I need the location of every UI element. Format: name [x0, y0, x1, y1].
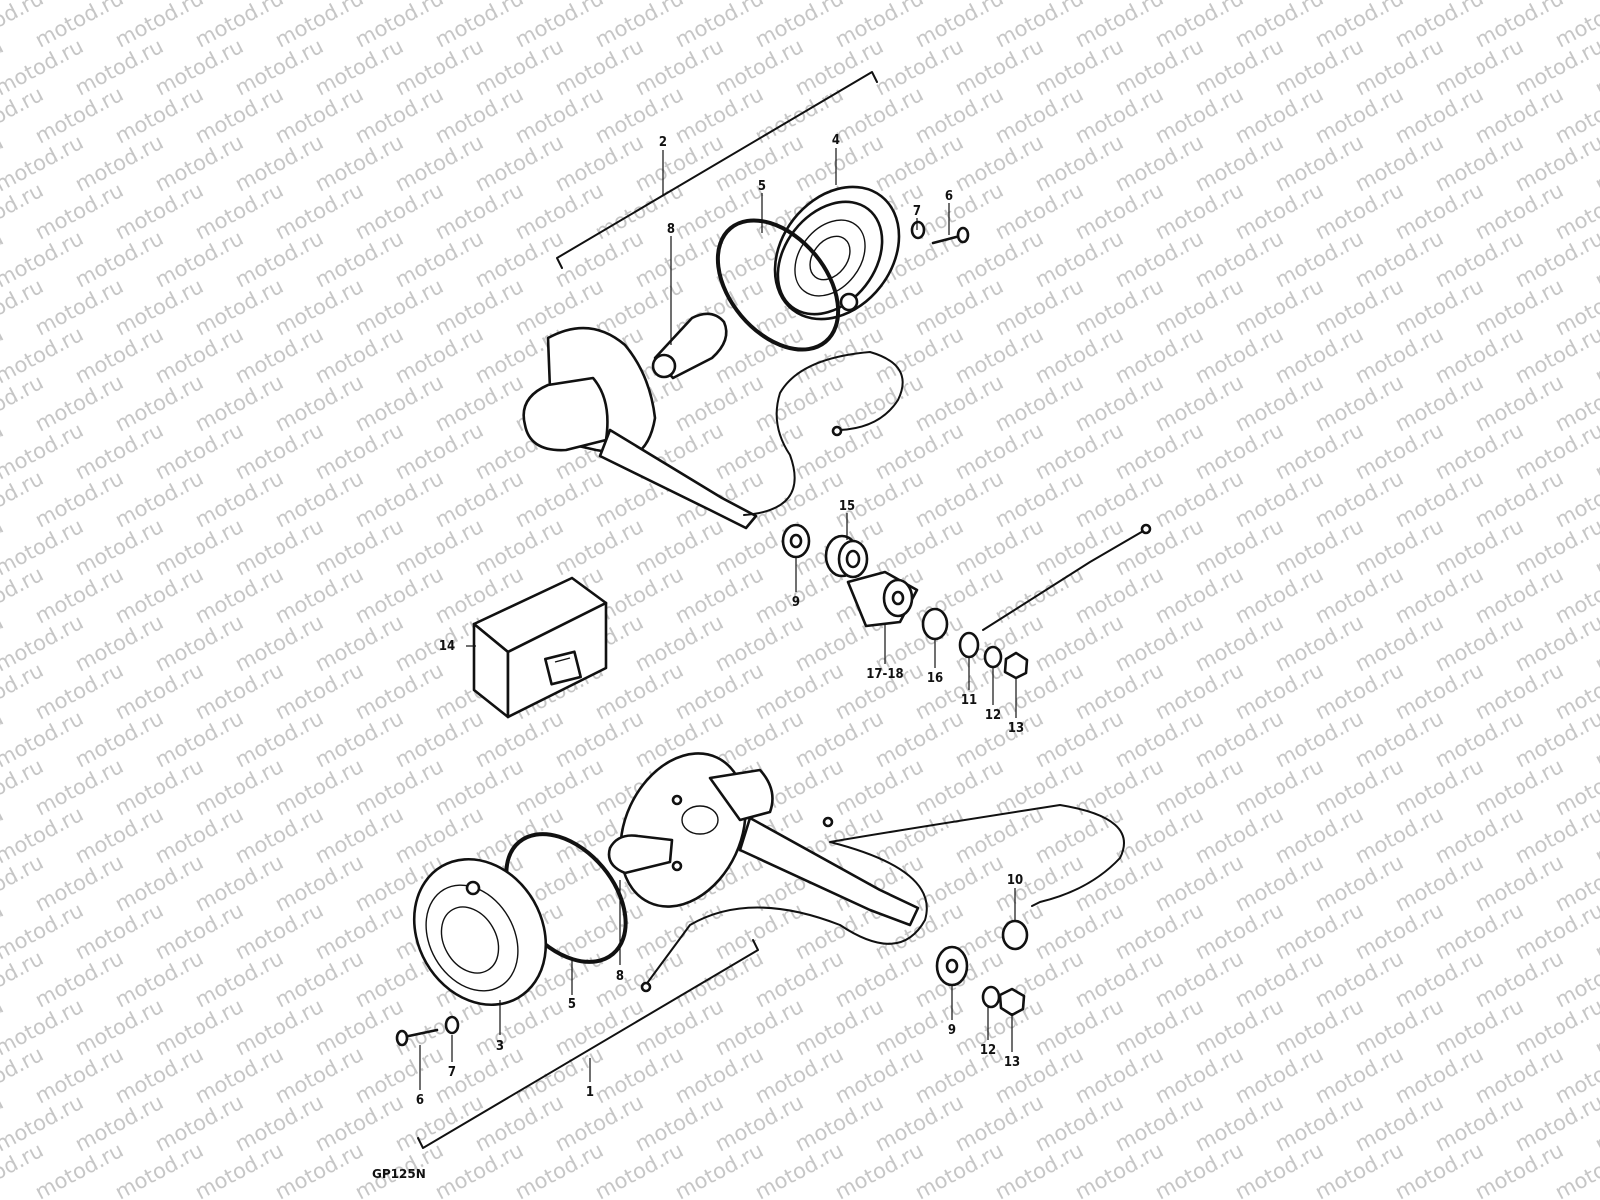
bulb-8-lower: [607, 834, 674, 875]
callout-2: 2: [659, 135, 667, 150]
callout-8-lower: 8: [616, 969, 624, 984]
lens-4: [773, 185, 901, 321]
callout-9: 9: [792, 595, 800, 610]
gasket-ring-5: [715, 218, 841, 352]
callout-7: 7: [913, 204, 921, 219]
callout-1: 1: [586, 1085, 594, 1100]
lockwasher-12-upper: [983, 645, 1003, 669]
bracket-17-18: [846, 570, 919, 664]
callout-6-lower: 6: [416, 1093, 424, 1108]
flasher-relay-14: [466, 576, 608, 719]
callout-10: 10: [1007, 873, 1023, 888]
callout-4: 4: [832, 133, 840, 148]
callout-5-lower: 5: [568, 997, 576, 1012]
washer-7: [910, 220, 926, 240]
front-turn-signal-upper: [522, 185, 970, 530]
callout-labels: 2 4 5 6 7 8 15 9 14 17-18 16 11 12 13 10…: [416, 133, 1024, 1108]
wire-upper: [743, 351, 904, 516]
callout-16: 16: [927, 671, 943, 686]
callout-13: 13: [1008, 721, 1024, 736]
wire-lower: [644, 804, 1125, 987]
callout-12-lower: 12: [980, 1043, 996, 1058]
lockwasher-12-lower: [981, 985, 1001, 1009]
lens-3: [412, 857, 548, 1007]
nut-13-lower: [998, 987, 1026, 1017]
diagram-code: GP125N: [372, 1167, 426, 1181]
bulb-8: [651, 312, 728, 380]
callout-11: 11: [961, 693, 977, 708]
signal-housing-lower: [619, 752, 920, 927]
callout-5: 5: [758, 179, 766, 194]
terminal-10: [1001, 919, 1029, 951]
callout-8: 8: [667, 222, 675, 237]
callout-3: 3: [496, 1039, 504, 1054]
callout-17-18: 17-18: [866, 667, 903, 682]
callout-14: 14: [439, 639, 455, 654]
screw-6: [931, 226, 970, 245]
signal-housing-upper: [522, 326, 758, 530]
mount-hardware-middle: [781, 523, 1152, 680]
callout-12: 12: [985, 708, 1001, 723]
screw-6-lower: [395, 1028, 439, 1047]
watermark-text: motod.ru: [1591, 0, 1600, 4]
grommet-15: [824, 534, 869, 579]
callout-13-lower: 13: [1004, 1055, 1020, 1070]
leader-lines: [419, 148, 1017, 1090]
washer-11: [958, 631, 980, 659]
nut-13-upper: [1003, 651, 1029, 680]
grommet-16: [921, 607, 949, 641]
assembly-bracket-1: [417, 939, 759, 1149]
callout-6: 6: [945, 189, 953, 204]
assembly-bracket-2: [556, 71, 878, 269]
callout-15: 15: [839, 499, 855, 514]
callout-7-lower: 7: [448, 1065, 456, 1080]
front-turn-signal-lower: [395, 752, 1125, 1047]
washer-7-lower: [444, 1015, 460, 1035]
callout-9-lower: 9: [948, 1023, 956, 1038]
